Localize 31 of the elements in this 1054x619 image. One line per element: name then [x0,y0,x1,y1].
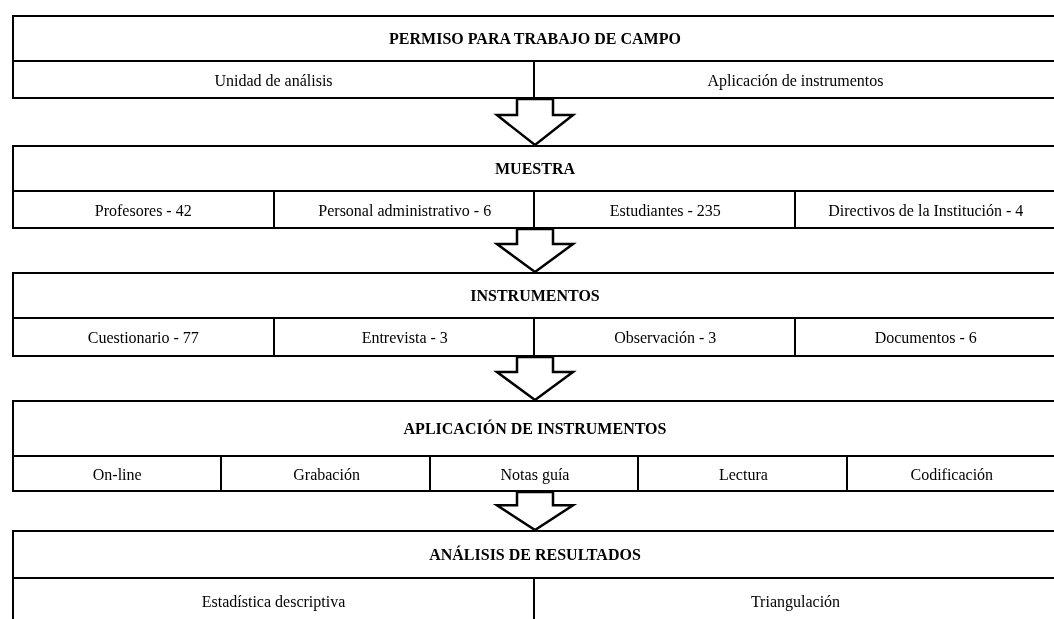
section-heading: PERMISO PARA TRABAJO DE CAMPO [389,29,681,48]
entry-box: Observación - 3 [533,317,796,357]
section-heading: ANÁLISIS DE RESULTADOS [429,545,641,564]
entry-box: Lectura [637,455,848,492]
entry-box: Profesores - 42 [12,190,275,229]
entry-box: On-line [12,455,223,492]
entry-box: Estadística descriptiva [12,577,535,619]
entry-box: Triangulación [533,577,1054,619]
section-panel [12,145,1054,229]
block-arrow [492,490,578,532]
entry-box: Documentos - 6 [793,317,1054,357]
section-panel [12,530,1054,619]
section-heading: MUESTRA [495,159,575,178]
entry-box: Entrevista - 3 [272,317,535,357]
block-arrow [493,227,577,274]
section-panel [12,15,1054,99]
entry-box: Notas guía [428,455,640,492]
entry-box: Cuestionario - 77 [12,317,275,357]
entry-box: Codificación [845,455,1054,492]
entry-box: Estudiantes - 235 [533,190,796,229]
block-arrow [493,97,577,147]
section-heading: APLICACIÓN DE INSTRUMENTOS [403,419,667,438]
entry-box: Grabación [220,455,431,492]
entry-box: Personal administrativo - 6 [272,190,535,229]
section-heading: INSTRUMENTOS [470,286,600,305]
entry-box: Aplicación de instrumentos [533,60,1054,99]
section-panel [12,272,1054,357]
block-arrow [493,355,577,402]
section-panel [12,400,1054,492]
entry-box: Directivos de la Institución - 4 [793,190,1054,229]
entry-box: Unidad de análisis [12,60,535,99]
